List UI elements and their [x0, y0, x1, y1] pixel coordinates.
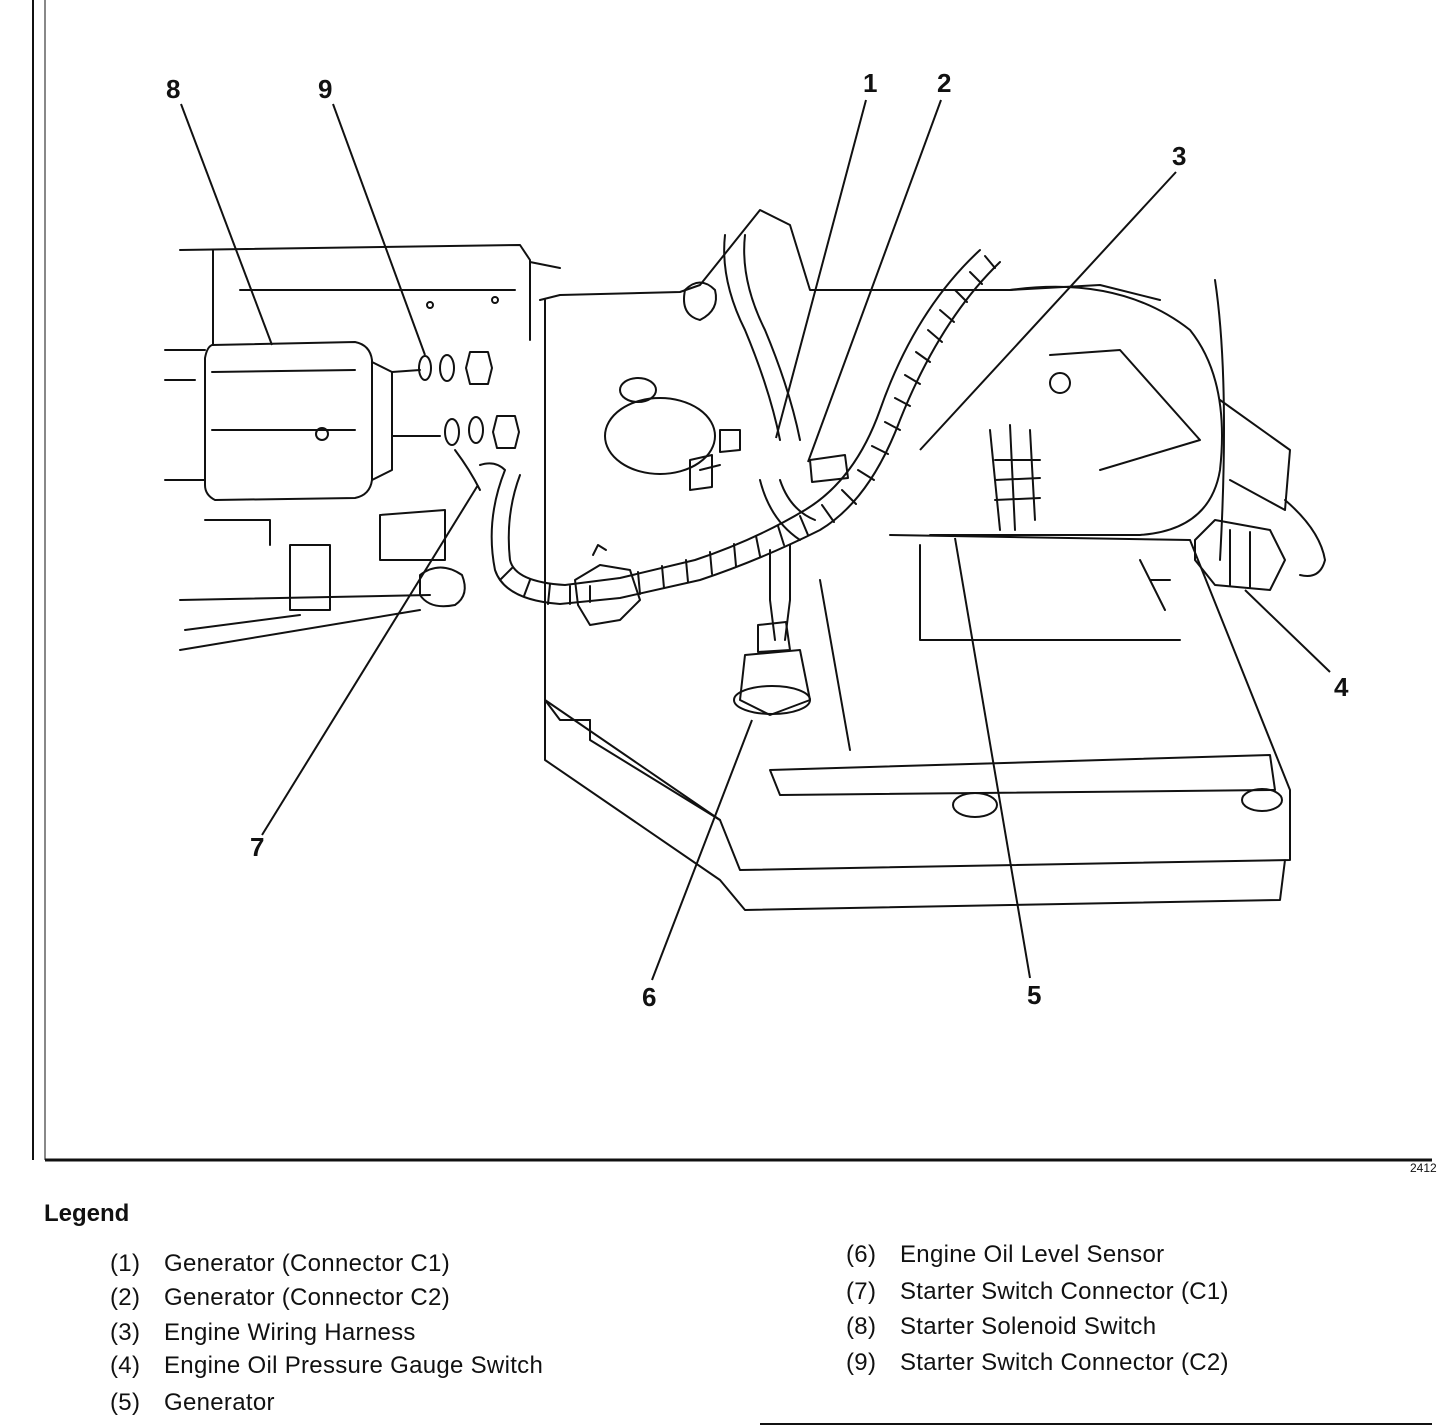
- legend-item: (6) Engine Oil Level Sensor: [846, 1241, 1164, 1269]
- legend-item-number: (3): [110, 1319, 141, 1346]
- legend-item-label: Starter Switch Connector (C2): [900, 1349, 1229, 1376]
- legend-item-label: Engine Oil Pressure Gauge Switch: [164, 1352, 544, 1379]
- legend-item: (2) Generator (Connector C2): [110, 1284, 450, 1312]
- legend-title: Legend: [44, 1200, 130, 1227]
- callout-2: 2: [937, 68, 951, 98]
- callout-9: 9: [318, 74, 332, 104]
- legend-item: (3) Engine Wiring Harness: [110, 1319, 416, 1347]
- leader-line-1: [775, 99, 867, 439]
- legend-item: (7) Starter Switch Connector (C1): [846, 1278, 1229, 1306]
- figure-frame: [32, 0, 1432, 1425]
- leader-line-7: [261, 484, 479, 836]
- leader-line-3: [919, 171, 1177, 451]
- leader-line-8: [180, 103, 273, 346]
- figure-id: 2412: [1410, 1161, 1437, 1175]
- legend-item-label: Engine Wiring Harness: [164, 1319, 416, 1346]
- legend-item-label: Starter Solenoid Switch: [900, 1313, 1157, 1340]
- callout-6: 6: [642, 982, 656, 1012]
- callout-1: 1: [863, 68, 877, 98]
- legend-item-number: (4): [110, 1352, 141, 1379]
- legend-item-label: Generator (Connector C1): [164, 1250, 450, 1277]
- leader-line-2: [807, 99, 942, 463]
- legend-item-number: (9): [846, 1349, 877, 1376]
- engine-block-drawing: [179, 209, 1161, 721]
- legend-item-number: (7): [846, 1278, 877, 1305]
- leader-line-5: [954, 537, 1031, 979]
- callout-8: 8: [166, 74, 180, 104]
- leader-line-4: [1244, 589, 1331, 673]
- callout-3: 3: [1172, 141, 1186, 171]
- callout-5: 5: [1027, 980, 1041, 1010]
- oil-pressure-switch-drawing: [1194, 499, 1326, 591]
- legend-item-label: Generator (Connector C2): [164, 1284, 450, 1311]
- oil-pan-drawing: [544, 534, 1291, 911]
- legend-item-number: (8): [846, 1313, 877, 1340]
- legend-item: (9) Starter Switch Connector (C2): [846, 1349, 1229, 1377]
- starter-terminal-hardware: [391, 351, 520, 449]
- callout-7: 7: [250, 832, 264, 862]
- starter-solenoid-drawing: [164, 244, 561, 501]
- legend-item-number: (1): [110, 1250, 141, 1277]
- callout-leader-lines: [180, 99, 1331, 981]
- legend-item-label: Engine Oil Level Sensor: [900, 1241, 1165, 1268]
- legend-item-label: Generator: [164, 1389, 275, 1416]
- legend-item: (4) Engine Oil Pressure Gauge Switch: [110, 1352, 543, 1380]
- generator-drawing: [929, 279, 1291, 561]
- legend-item: (8) Starter Solenoid Switch: [846, 1313, 1156, 1341]
- legend-item-number: (2): [110, 1284, 141, 1311]
- legend-item: (1) Generator (Connector C1): [110, 1250, 450, 1278]
- callout-numbers: 1 2 3 4 5 6 7 8 9: [166, 68, 1349, 1012]
- legend-item-number: (5): [110, 1389, 141, 1416]
- engine-illustration: [164, 209, 1326, 911]
- callout-4: 4: [1334, 672, 1349, 702]
- legend-item: (5) Generator: [110, 1389, 275, 1417]
- leader-line-9: [332, 103, 426, 356]
- leader-line-6: [651, 719, 753, 981]
- legend-item-number: (6): [846, 1241, 877, 1268]
- wiring-harness-drawing: [454, 234, 1001, 716]
- legend-item-label: Starter Switch Connector (C1): [900, 1278, 1229, 1305]
